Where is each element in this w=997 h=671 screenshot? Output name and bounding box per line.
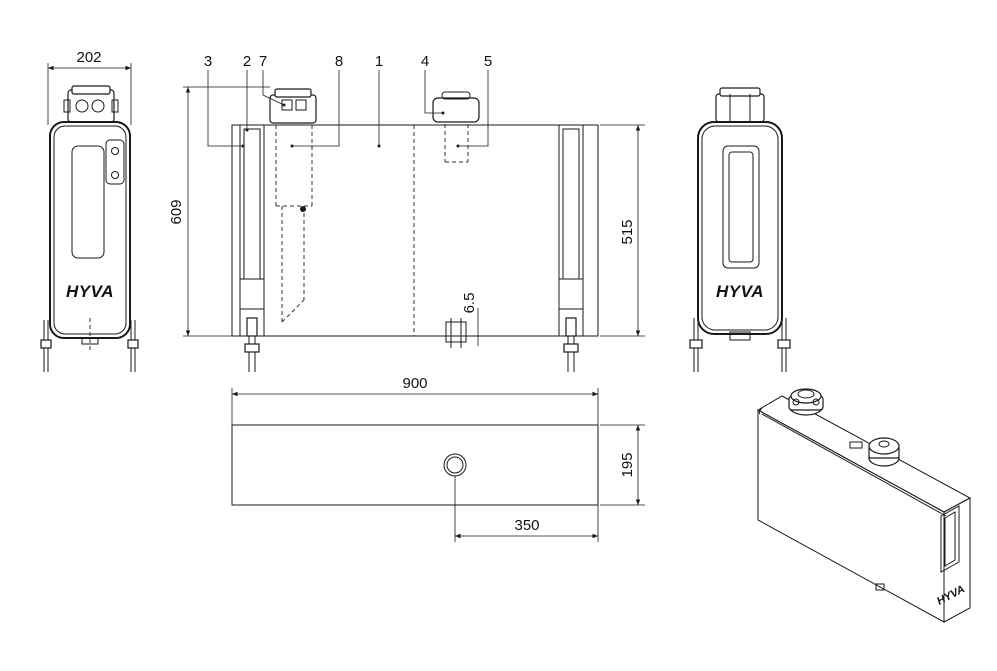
- hyva-logo-right: HYVA: [716, 282, 764, 301]
- callout-2: 2: [243, 53, 251, 70]
- dim-width-label: 202: [76, 49, 101, 66]
- dim-depth-label: 195: [619, 452, 636, 477]
- right-side-view: HYVA: [689, 87, 791, 372]
- callout-4: 4: [421, 53, 429, 70]
- callout-7: 7: [259, 53, 267, 70]
- hyva-logo-iso: HYVA: [935, 583, 967, 608]
- dim-length-label: 900: [402, 375, 427, 392]
- hyva-logo: HYVA: [66, 282, 114, 301]
- dim-port-offset-label: 350: [514, 517, 539, 534]
- callout-1: 1: [375, 53, 383, 70]
- callout-5: 5: [484, 53, 492, 70]
- top-view: 900 195 350: [231, 375, 645, 542]
- dim-height-body-label: 515: [619, 219, 636, 244]
- dim-drain-label: 6.5: [461, 293, 478, 314]
- callout-8: 8: [335, 53, 343, 70]
- isometric-view: HYVA: [756, 388, 972, 623]
- dim-height-total-label: 609: [168, 199, 185, 224]
- callout-3: 3: [204, 53, 212, 70]
- front-view: 609: [168, 53, 645, 372]
- left-side-view: 202 HYVA: [40, 49, 139, 372]
